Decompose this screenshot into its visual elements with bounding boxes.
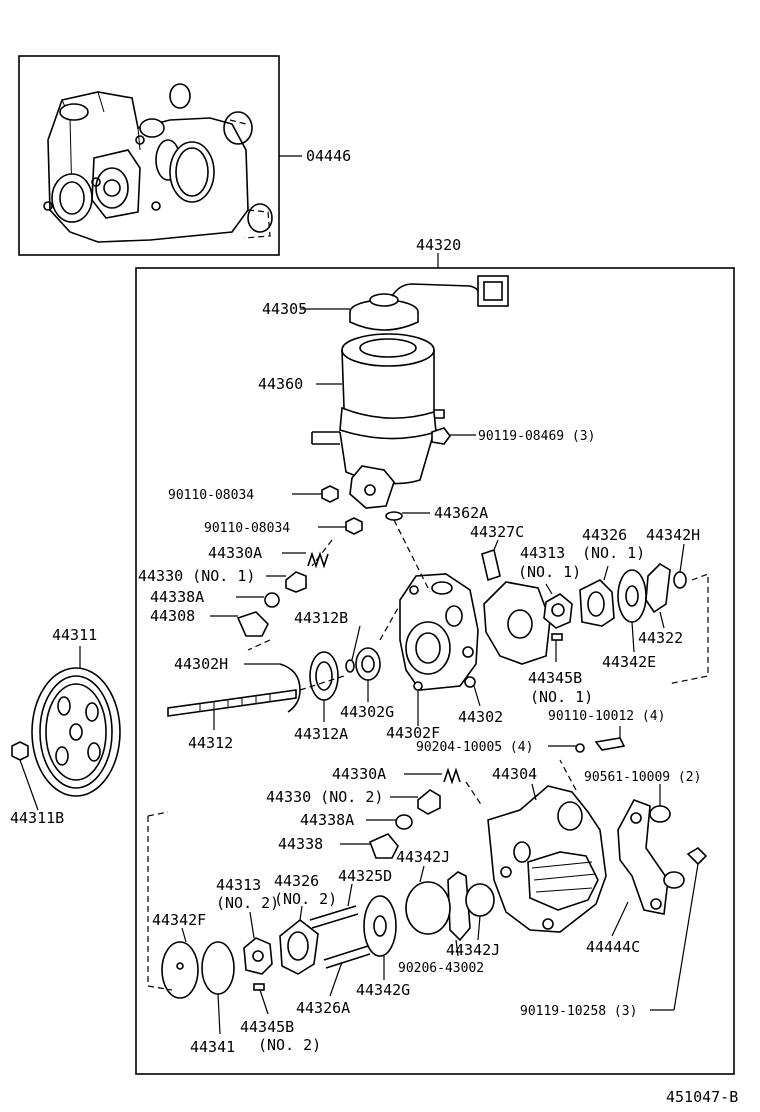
label-04446: 04446 [306, 147, 351, 165]
label-44325D: 44325D [338, 867, 392, 885]
label-44326-no1: (NO. 1) [582, 544, 645, 562]
label-44313: 44313 [520, 544, 565, 562]
diagram-ref-code: 451047-B [666, 1088, 738, 1106]
label-44312A: 44312A [294, 725, 348, 743]
label-44345B-no2: (NO. 2) [258, 1036, 321, 1054]
label-44302F: 44302F [386, 724, 440, 742]
label-44342J-a: 44342J [396, 848, 450, 866]
label-44338A-b: 44338A [300, 811, 354, 829]
label-44444C: 44444C [586, 938, 640, 956]
label-44342H: 44342H [646, 526, 700, 544]
label-44326b-no2: (NO. 2) [274, 890, 337, 908]
rear-housing-group: 44304 44444C 90561-10009 (2) 90119-10258… [398, 759, 708, 1019]
label-44302H: 44302H [174, 655, 228, 673]
label-44338: 44338 [278, 835, 323, 853]
label-44320: 44320 [416, 236, 461, 254]
label-44305: 44305 [262, 300, 307, 318]
label-44327C: 44327C [470, 523, 524, 541]
label-44330A-b: 44330A [332, 765, 386, 783]
label-44330-no2: 44330 (NO. 2) [266, 788, 383, 806]
label-44311: 44311 [52, 626, 97, 644]
label-44342F: 44342F [152, 911, 206, 929]
label-44302G: 44302G [340, 703, 394, 721]
label-44312B: 44312B [294, 609, 348, 627]
label-44326A: 44326A [296, 999, 350, 1017]
label-44342E: 44342E [602, 653, 656, 671]
label-90110-08034-b: 90110-08034 [204, 521, 290, 536]
label-90119-08469: 90119-08469 (3) [478, 429, 595, 444]
label-44313b-no2: (NO. 2) [216, 894, 279, 912]
label-44342G: 44342G [356, 981, 410, 999]
label-44341: 44341 [190, 1038, 235, 1056]
label-44313-no1: (NO. 1) [518, 563, 581, 581]
label-90110-10012: 90110-10012 (4) [548, 709, 665, 724]
label-44326: 44326 [582, 526, 627, 544]
label-44362A: 44362A [434, 504, 488, 522]
pulley-group: 44311 44311B [10, 626, 121, 827]
front-housing-group: 44302 44327C 44302F 90110-10012 (4) 9020… [386, 523, 665, 755]
label-90561-10009: 90561-10009 (2) [584, 770, 701, 785]
label-44312: 44312 [188, 734, 233, 752]
main-pump-assembly-frame: 44320 [135, 236, 735, 1075]
label-44330A-a: 44330A [208, 544, 262, 562]
label-44302: 44302 [458, 708, 503, 726]
cartridge-lower-group: 44325D 44326A 44342G 44326 (NO. 2) 44313… [147, 811, 410, 1056]
reservoir-group: 44305 44360 90119-08469 (3) 90110-08034 … [168, 275, 595, 593]
label-44326b: 44326 [274, 872, 319, 890]
label-90204-10005: 90204-10005 (4) [416, 740, 533, 755]
shaft-bearing-group: 44302H 44312A 44312B 44302G 44312 [167, 607, 399, 752]
label-44345B-no1: (NO. 1) [530, 688, 593, 706]
label-44308: 44308 [150, 607, 195, 625]
label-44304: 44304 [492, 765, 537, 783]
label-44311B: 44311B [10, 809, 64, 827]
label-44342J-b: 44342J [446, 941, 500, 959]
label-90110-08034-a: 90110-08034 [168, 488, 254, 503]
label-90119-10258: 90119-10258 (3) [520, 1004, 637, 1019]
label-44330-no1: 44330 (NO. 1) [138, 567, 255, 585]
flow-control-valve-lower: 44330A 44330 (NO. 2) 44338A 44338 44342J [266, 765, 461, 935]
label-44313b: 44313 [216, 876, 261, 894]
label-90206-43002: 90206-43002 [398, 961, 484, 976]
flow-control-valve-upper: 44330A 44330 (NO. 1) 44338A 44308 [138, 539, 333, 651]
label-44338A-a: 44338A [150, 588, 204, 606]
label-44360: 44360 [258, 375, 303, 393]
label-44345B: 44345B [528, 669, 582, 687]
gasket-kit-inset: 04446 [18, 55, 351, 256]
label-44345B-b: 44345B [240, 1018, 294, 1036]
label-44322: 44322 [638, 629, 683, 647]
cartridge-upper-group: 44313 (NO. 1) 44345B (NO. 1) 44326 (NO. … [518, 526, 709, 706]
